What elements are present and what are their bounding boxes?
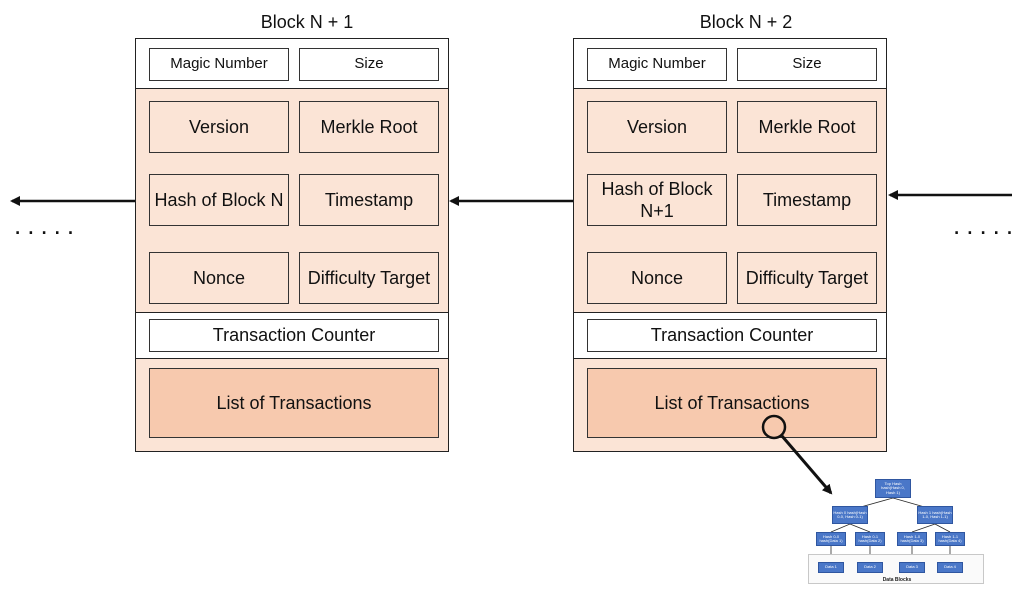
size-field: Size xyxy=(737,48,877,81)
size-field: Size xyxy=(299,48,439,81)
data-block: Data 4 xyxy=(937,562,963,573)
merkle-leaf-hash: Hash 0-1 hash(Data 2) xyxy=(855,532,885,546)
block-header-section: Version Merkle Root Hash of Block N Time… xyxy=(136,89,448,313)
magic-number-field: Magic Number xyxy=(149,48,289,81)
counter-section: Transaction Counter xyxy=(136,313,448,359)
data-block: Data 1 xyxy=(818,562,844,573)
ellipsis-left: ..... xyxy=(14,210,81,240)
block-title: Block N + 2 xyxy=(699,12,793,32)
difficulty-target-field: Difficulty Target xyxy=(737,252,877,304)
zoom-arrow xyxy=(780,435,833,495)
merkle-leaf-hash: Hash 0-0 hash(Data 1) xyxy=(816,532,846,546)
counter-section: Transaction Counter xyxy=(574,313,886,359)
version-field: Version xyxy=(587,101,727,153)
transaction-list-field: List of Transactions xyxy=(149,368,439,438)
block-header-section: Version Merkle Root Hash of Block N+1 Ti… xyxy=(574,89,886,313)
merkle-root-field: Merkle Root xyxy=(737,101,877,153)
transaction-counter-field: Transaction Counter xyxy=(587,319,877,352)
version-field: Version xyxy=(149,101,289,153)
merkle-root-field: Merkle Root xyxy=(299,101,439,153)
transactions-section: List of Transactions xyxy=(136,359,448,451)
magic-number-field: Magic Number xyxy=(587,48,727,81)
merkle-root-node: Top Hash hash(Hash 0, Hash 1) xyxy=(875,479,911,498)
header-section: Magic Number Size xyxy=(574,39,886,89)
block-title: Block N + 1 xyxy=(260,12,354,32)
nonce-field: Nonce xyxy=(587,252,727,304)
timestamp-field: Timestamp xyxy=(299,174,439,226)
merkle-node: Hash 1 hash(Hash 1-0, Hash 1-1) xyxy=(917,506,953,524)
block-n-plus-1: Magic Number Size Version Merkle Root Ha… xyxy=(135,38,449,452)
data-block: Data 3 xyxy=(899,562,925,573)
ellipsis-right: ..... xyxy=(953,210,1020,240)
transactions-section: List of Transactions xyxy=(574,359,886,451)
merkle-node: Hash 0 hash(Hash 0-0, Hash 0-1) xyxy=(832,506,868,524)
data-blocks-caption: Data Blocks xyxy=(882,577,912,583)
merkle-leaf-hash: Hash 1-0 hash(Data 3) xyxy=(897,532,927,546)
prev-hash-field: Hash of Block N xyxy=(149,174,289,226)
magnifier-icon xyxy=(761,414,787,440)
nonce-field: Nonce xyxy=(149,252,289,304)
transaction-counter-field: Transaction Counter xyxy=(149,319,439,352)
header-section: Magic Number Size xyxy=(136,39,448,89)
transaction-list-field: List of Transactions xyxy=(587,368,877,438)
difficulty-target-field: Difficulty Target xyxy=(299,252,439,304)
prev-hash-field: Hash of Block N+1 xyxy=(587,174,727,226)
block-n-plus-2: Magic Number Size Version Merkle Root Ha… xyxy=(573,38,887,452)
data-block: Data 2 xyxy=(857,562,883,573)
merkle-leaf-hash: Hash 1-1 hash(Data 4) xyxy=(935,532,965,546)
timestamp-field: Timestamp xyxy=(737,174,877,226)
